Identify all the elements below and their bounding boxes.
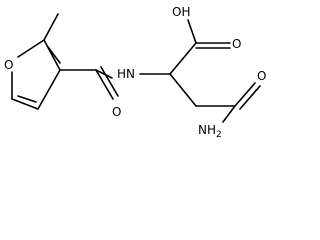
terminal-amine-subscript: 2 bbox=[216, 130, 222, 140]
hydroxyl-label: OH bbox=[172, 5, 190, 19]
side-carbonyl-to-nh2-bond bbox=[222, 105, 236, 123]
furan-bond-c5-c4 bbox=[11, 98, 39, 110]
side-co-double-bond-a bbox=[234, 82, 256, 107]
furan-bond-c2-c3-inner bbox=[47, 46, 61, 64]
amide-carbonyl-oxygen-label: O bbox=[112, 105, 121, 119]
alpha-to-acid-bond bbox=[169, 42, 197, 75]
side-amide-oxygen-label: O bbox=[257, 69, 266, 83]
terminal-amine-nh: NH bbox=[198, 123, 216, 137]
side-co-double-bond-b bbox=[239, 85, 261, 110]
amide-co-double-bond-a bbox=[95, 69, 114, 100]
terminal-amine-label: NH2 bbox=[198, 123, 222, 140]
furan-bond-c5-c4-inner bbox=[17, 95, 37, 103]
acid-carbonyl-oxygen-label: O bbox=[232, 37, 241, 51]
chemical-structure: O OH O HN O NH2 O bbox=[4, 5, 266, 140]
amide-co-double-bond-b bbox=[100, 66, 119, 97]
furan-bond-c4-c3 bbox=[37, 69, 61, 110]
ring-oxygen-label: O bbox=[4, 58, 13, 72]
furan-bond-c2-o bbox=[17, 39, 45, 58]
amine-nh-label: HN bbox=[117, 67, 135, 81]
carbonyl-to-nh-bond bbox=[95, 69, 113, 79]
alpha-to-ch2-bond bbox=[169, 73, 197, 107]
furan-bond-c2-c3 bbox=[43, 39, 61, 71]
methyl-bond bbox=[43, 13, 59, 41]
acid-to-oh-bond bbox=[187, 19, 197, 44]
